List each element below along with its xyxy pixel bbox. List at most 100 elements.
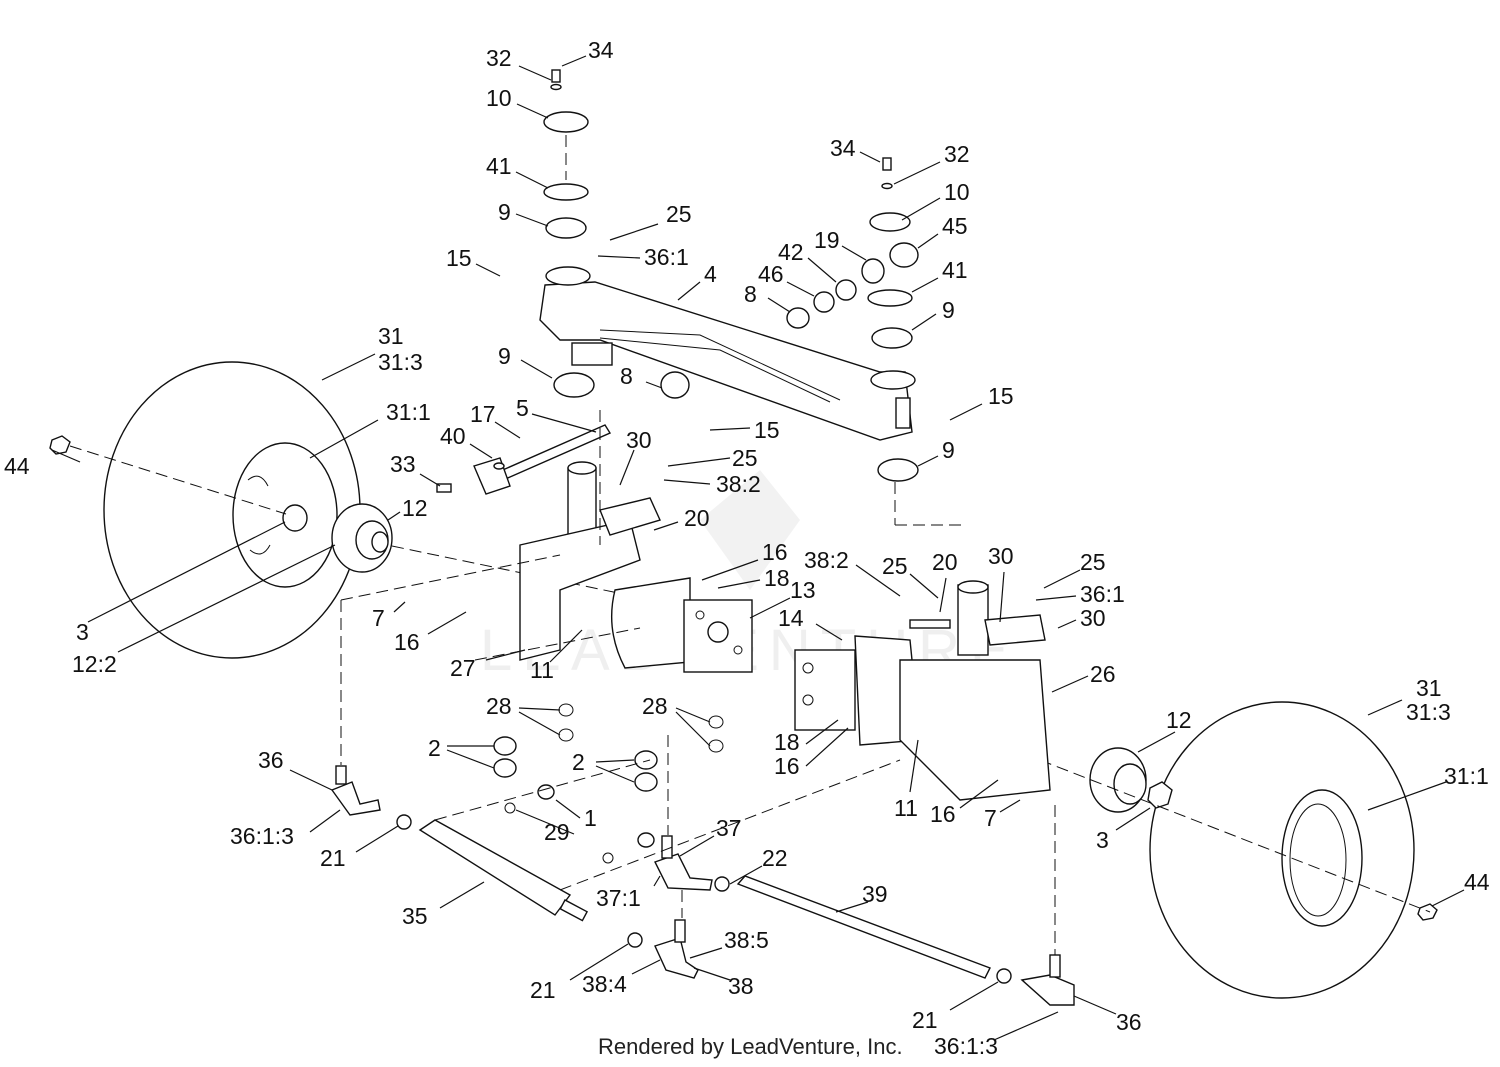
callout-label: 34: [830, 135, 856, 161]
callout-label: 5: [516, 395, 529, 421]
callout-label: 16: [774, 753, 800, 779]
callout-label: 12: [1166, 707, 1192, 733]
right-bushing-upper: [871, 327, 913, 349]
left-motor: [611, 577, 753, 673]
callout-label: 30: [626, 427, 652, 453]
pin-and-link: [436, 424, 612, 495]
right-pivot-stack: [867, 157, 965, 526]
oring-28-a: [558, 703, 574, 717]
callout-label: 36:1: [644, 244, 689, 270]
callout-label: 18: [774, 729, 800, 755]
callout-label: 8: [744, 281, 757, 307]
callout-label: 25: [1080, 549, 1106, 575]
alignment-lines: [340, 410, 1056, 955]
callout-label: 21: [320, 845, 346, 871]
callout-label: 32: [486, 45, 512, 71]
left-hub-bore: [371, 531, 389, 553]
washer-17: [493, 462, 505, 470]
right-hub-nut: [1147, 781, 1173, 809]
right-spindle-shaft: [957, 584, 989, 656]
left-seal: [543, 183, 589, 201]
callout-label: 28: [486, 693, 512, 719]
left-pivot-stack: [543, 69, 595, 398]
callout-label: 31:3: [378, 349, 423, 375]
tie-rod-end-37: [654, 853, 713, 891]
leader-lines: [51, 55, 1465, 1041]
callout-label: 12: [402, 495, 428, 521]
callout-label: 31:3: [1406, 699, 1451, 725]
right-wheel-assembly: [1089, 701, 1438, 999]
jam-nut-21-c: [996, 968, 1012, 984]
left-spindle-top: [567, 461, 597, 475]
axle-beam-web-lower: [599, 337, 831, 403]
callout-label: 36:1:3: [230, 823, 294, 849]
footer-rendered-by: Rendered by LeadVenture, Inc.: [598, 1034, 903, 1059]
left-hub-nut: [282, 504, 308, 532]
callout-label: 11: [894, 795, 918, 821]
right-rim: [1281, 789, 1363, 927]
callout-label: 36:1:3: [934, 1033, 998, 1059]
align-cyl-top: [434, 759, 651, 821]
callout-label: 31: [378, 323, 404, 349]
callout-label: 26: [1090, 661, 1116, 687]
callout-label: 29: [544, 819, 570, 845]
callout-label: 44: [4, 453, 30, 479]
callout-label: 38:5: [724, 927, 769, 953]
bolt-20-right: [909, 619, 951, 629]
align-left-diag: [340, 554, 561, 601]
callout-label: 14: [778, 605, 804, 631]
callout-label: 38:4: [582, 971, 627, 997]
callout-label: 15: [446, 245, 472, 271]
right-seal: [867, 289, 913, 307]
right-bushing-lower: [877, 458, 919, 482]
washer-42: [835, 279, 857, 301]
callout-label: 37:1: [596, 885, 641, 911]
right-motor-valve: [794, 649, 856, 731]
fittings: [493, 703, 724, 864]
callout-label: 21: [912, 1007, 938, 1033]
callout-label: 4: [704, 261, 717, 287]
steering-cylinder-35: [418, 819, 572, 916]
callout-label: 10: [486, 85, 512, 111]
callout-label: 8: [620, 363, 633, 389]
callout-label: 11: [530, 657, 554, 683]
tie-rod-stud-right: [1049, 954, 1061, 978]
tie-rod-stud-left: [335, 765, 347, 785]
right-hub-center: [1113, 763, 1147, 805]
washer-29-a: [504, 802, 516, 814]
callout-label: 36: [258, 747, 284, 773]
callout-label: 15: [754, 417, 780, 443]
callout-label: 45: [942, 213, 968, 239]
right-spindle-top: [957, 580, 989, 594]
seal-46: [813, 291, 835, 313]
fitting-1-a: [537, 784, 555, 800]
callout-label: 7: [372, 605, 385, 631]
callout-label: 20: [684, 505, 710, 531]
callout-label: 1: [584, 805, 597, 831]
align-cyl-bottom: [559, 759, 901, 891]
right-spindle-body: [899, 659, 1051, 801]
axle-beam-web: [599, 329, 841, 401]
callout-label: 17: [470, 401, 496, 427]
washer-29-b: [602, 852, 614, 864]
callout-label: 32: [944, 141, 970, 167]
left-spindle-shaft: [567, 467, 597, 541]
callout-label: 34: [588, 37, 614, 63]
jam-nut-21-b: [627, 932, 643, 948]
fitting-1-b: [637, 832, 655, 848]
right-steering-arm: [984, 614, 1046, 646]
callout-label: 16: [762, 539, 788, 565]
tie-rod-end-36-left: [330, 781, 381, 816]
axle-beam-body: [539, 281, 913, 441]
callout-label: 41: [942, 257, 968, 283]
axle-beam-plate: [895, 397, 911, 429]
right-cap: [869, 212, 911, 232]
right-motor-port-a: [802, 662, 814, 674]
cylinder-rod: [559, 899, 589, 922]
callout-label: 19: [814, 227, 840, 253]
callout-label: 16: [394, 629, 420, 655]
tie-rod-stud-38: [674, 919, 686, 943]
fitting-2-a: [493, 736, 517, 756]
